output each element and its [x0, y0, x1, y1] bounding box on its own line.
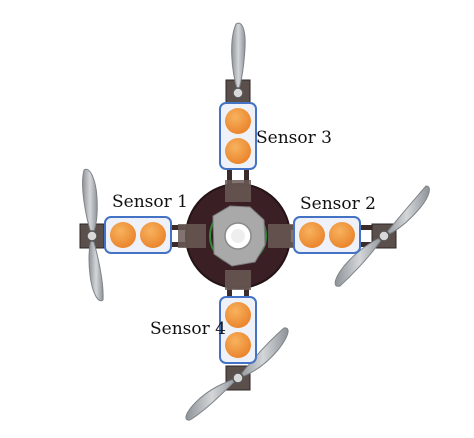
propeller-right	[334, 185, 430, 287]
sensor-4-cell	[225, 332, 251, 358]
propeller-top	[231, 22, 246, 99]
sensor-1-label: Sensor 1	[112, 192, 188, 212]
sensor-3-label: Sensor 3	[256, 128, 332, 148]
sensor-3-cell	[225, 108, 251, 134]
sensor-2-cell	[299, 222, 325, 248]
sensor-4-pod	[219, 296, 257, 364]
sensor-3-cell	[225, 138, 251, 164]
sensor-1-cell	[140, 222, 166, 248]
sensor-1-pod	[104, 216, 172, 254]
sensor-1-cell	[110, 222, 136, 248]
sensor-2-pod	[293, 216, 361, 254]
propeller-bottom	[185, 327, 289, 421]
sensor-4-label: Sensor 4	[150, 319, 226, 339]
sensor-2-cell	[329, 222, 355, 248]
sensor-2-label: Sensor 2	[300, 194, 376, 214]
sensor-3-pod	[219, 102, 257, 170]
sensor-4-cell	[225, 302, 251, 328]
propeller-left	[82, 168, 104, 302]
center-hub	[178, 180, 296, 290]
